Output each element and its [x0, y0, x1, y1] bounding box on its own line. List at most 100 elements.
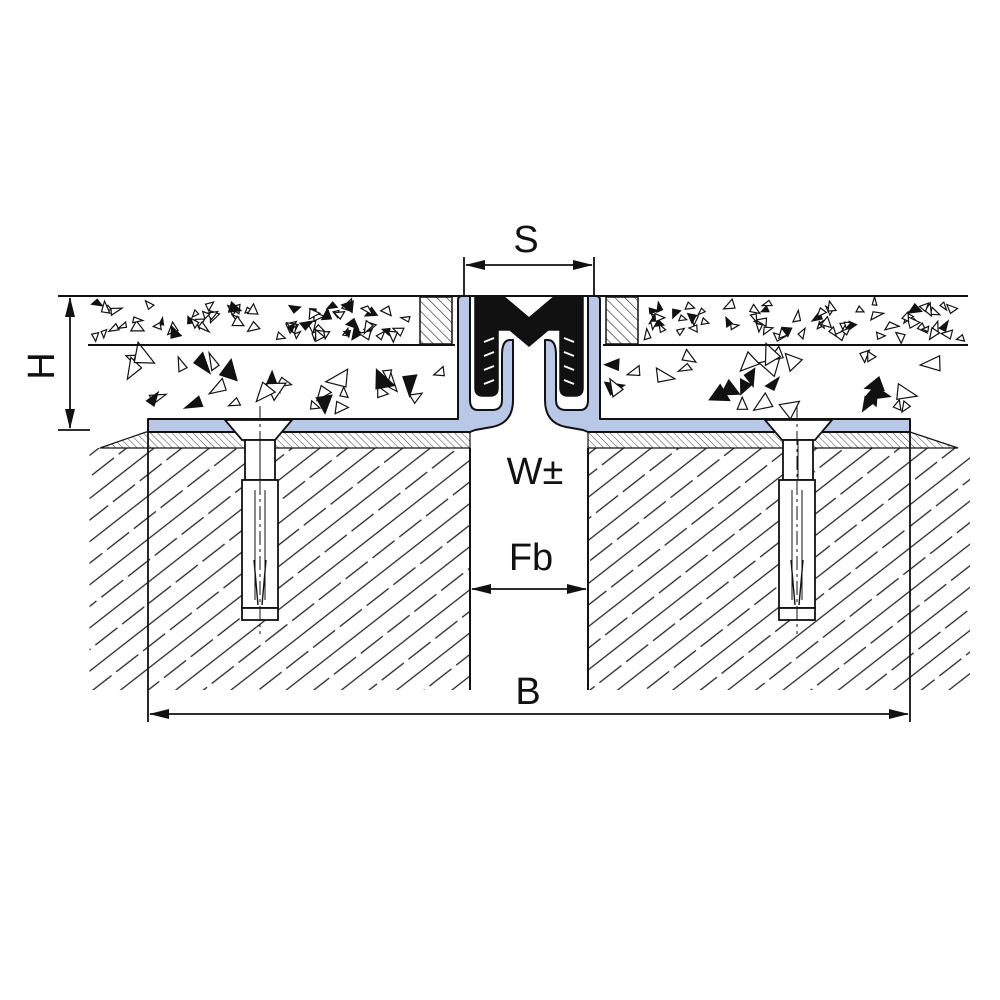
aggregate-speck — [725, 315, 734, 329]
aggregate-speck — [736, 395, 749, 410]
aggregate-speck — [729, 322, 741, 331]
aggregate-speck — [920, 325, 930, 333]
aggregate-speck — [90, 331, 100, 343]
aggregate-speck — [896, 382, 919, 401]
aggregate-speck — [722, 297, 736, 310]
aggregate-speck — [375, 329, 386, 341]
aggregate-speck — [859, 349, 871, 364]
aggregate-speck — [875, 331, 887, 341]
aggregate-speck — [867, 350, 878, 363]
aggregate-speck — [204, 301, 215, 313]
aggregate-speck — [749, 313, 758, 325]
aggregate-speck — [192, 351, 212, 375]
aggregate-speck — [387, 330, 399, 344]
aggregate-speck — [207, 377, 227, 395]
aggregate-speck — [816, 306, 828, 318]
dimension-s — [463, 257, 595, 296]
aggregate-speck — [363, 319, 375, 336]
aggregate-speck — [828, 325, 838, 338]
aggregate-speck — [892, 398, 902, 412]
screed-upper-layer — [90, 294, 966, 345]
aggregate-speck — [676, 362, 694, 373]
aggregate-speck — [351, 325, 363, 341]
aggregate-speck — [432, 365, 445, 377]
aggregate-speck — [609, 377, 625, 398]
rubber-insert — [474, 295, 584, 397]
aggregate-speck — [681, 348, 698, 364]
dimension-h — [58, 295, 90, 431]
aggregate-speck — [189, 316, 200, 330]
aggregate-speck — [308, 307, 322, 321]
screed-lower-layer — [124, 340, 941, 421]
edge-block-left — [419, 296, 453, 345]
aggregate-speck — [182, 395, 204, 409]
aggregate-speck — [342, 329, 352, 339]
aggregate-speck — [719, 378, 741, 396]
aggregate-speck — [906, 315, 922, 330]
aggregate-speck — [227, 300, 243, 313]
aggregate-speck — [658, 322, 667, 334]
aggregate-speck — [100, 328, 108, 340]
label-s: S — [513, 219, 538, 261]
aggregate-speck — [381, 369, 393, 383]
aggregate-speck — [907, 302, 923, 314]
aggregate-speck — [191, 308, 200, 319]
aggregate-speck — [402, 374, 418, 399]
aggregate-speck — [648, 307, 661, 315]
aggregate-speck — [863, 376, 885, 392]
aggregate-speck — [110, 307, 125, 317]
aggregate-speck — [201, 310, 211, 320]
aggregate-speck — [677, 314, 689, 322]
aggregate-speck — [760, 299, 774, 307]
dimension-b — [147, 432, 911, 722]
aggregate-speck — [287, 304, 302, 314]
aggregate-speck — [684, 301, 696, 310]
aggregate-speck — [377, 384, 390, 399]
aggregate-speck — [255, 381, 277, 403]
aggregate-speck — [246, 302, 259, 315]
aggregate-speck — [131, 316, 145, 324]
aggregate-speck — [145, 390, 160, 407]
aggregate-speck — [208, 350, 220, 372]
aggregate-speck — [687, 324, 698, 333]
aggregate-speck — [871, 294, 878, 307]
aggregate-speck — [700, 316, 711, 326]
aggregate-speck — [320, 307, 333, 321]
aggregate-speck — [197, 320, 211, 334]
aggregate-speck — [133, 340, 156, 364]
aggregate-speck — [231, 315, 246, 327]
aggregate-speck — [625, 364, 641, 377]
edge-block-right — [605, 296, 639, 345]
aggregate-speck — [843, 321, 853, 330]
label-fb: Fb — [509, 537, 553, 579]
aggregate-speck — [752, 391, 774, 412]
aggregate-speck — [784, 352, 804, 373]
aggregate-speck — [334, 400, 350, 415]
aggregate-speck — [314, 328, 326, 343]
aggregate-speck — [840, 327, 851, 336]
aggregate-speck — [739, 377, 753, 396]
aggregate-speck — [675, 327, 686, 337]
label-b: B — [515, 671, 540, 713]
aggregate-speck — [854, 305, 866, 313]
aggregate-speck — [827, 299, 838, 312]
aggregate-speck — [797, 326, 807, 341]
aggregate-speck — [655, 366, 677, 383]
aggregate-speck — [325, 301, 339, 310]
aggregate-speck — [649, 320, 659, 332]
aggregate-speck — [312, 323, 327, 333]
aggregate-speck — [151, 321, 162, 331]
aggregate-speck — [408, 392, 424, 405]
aggregate-speck — [298, 320, 315, 331]
layer-lines — [58, 295, 968, 346]
aggregate-speck — [778, 400, 801, 421]
aggregate-speck — [100, 299, 111, 314]
aggregate-speck — [696, 307, 707, 316]
aggregate-speck — [672, 308, 682, 320]
aggregate-speck — [791, 308, 802, 323]
aggregate-speck — [777, 326, 788, 340]
aggregate-speck — [309, 399, 322, 410]
aggregate-speck — [603, 358, 620, 372]
anchor-bolt-right — [763, 406, 834, 634]
